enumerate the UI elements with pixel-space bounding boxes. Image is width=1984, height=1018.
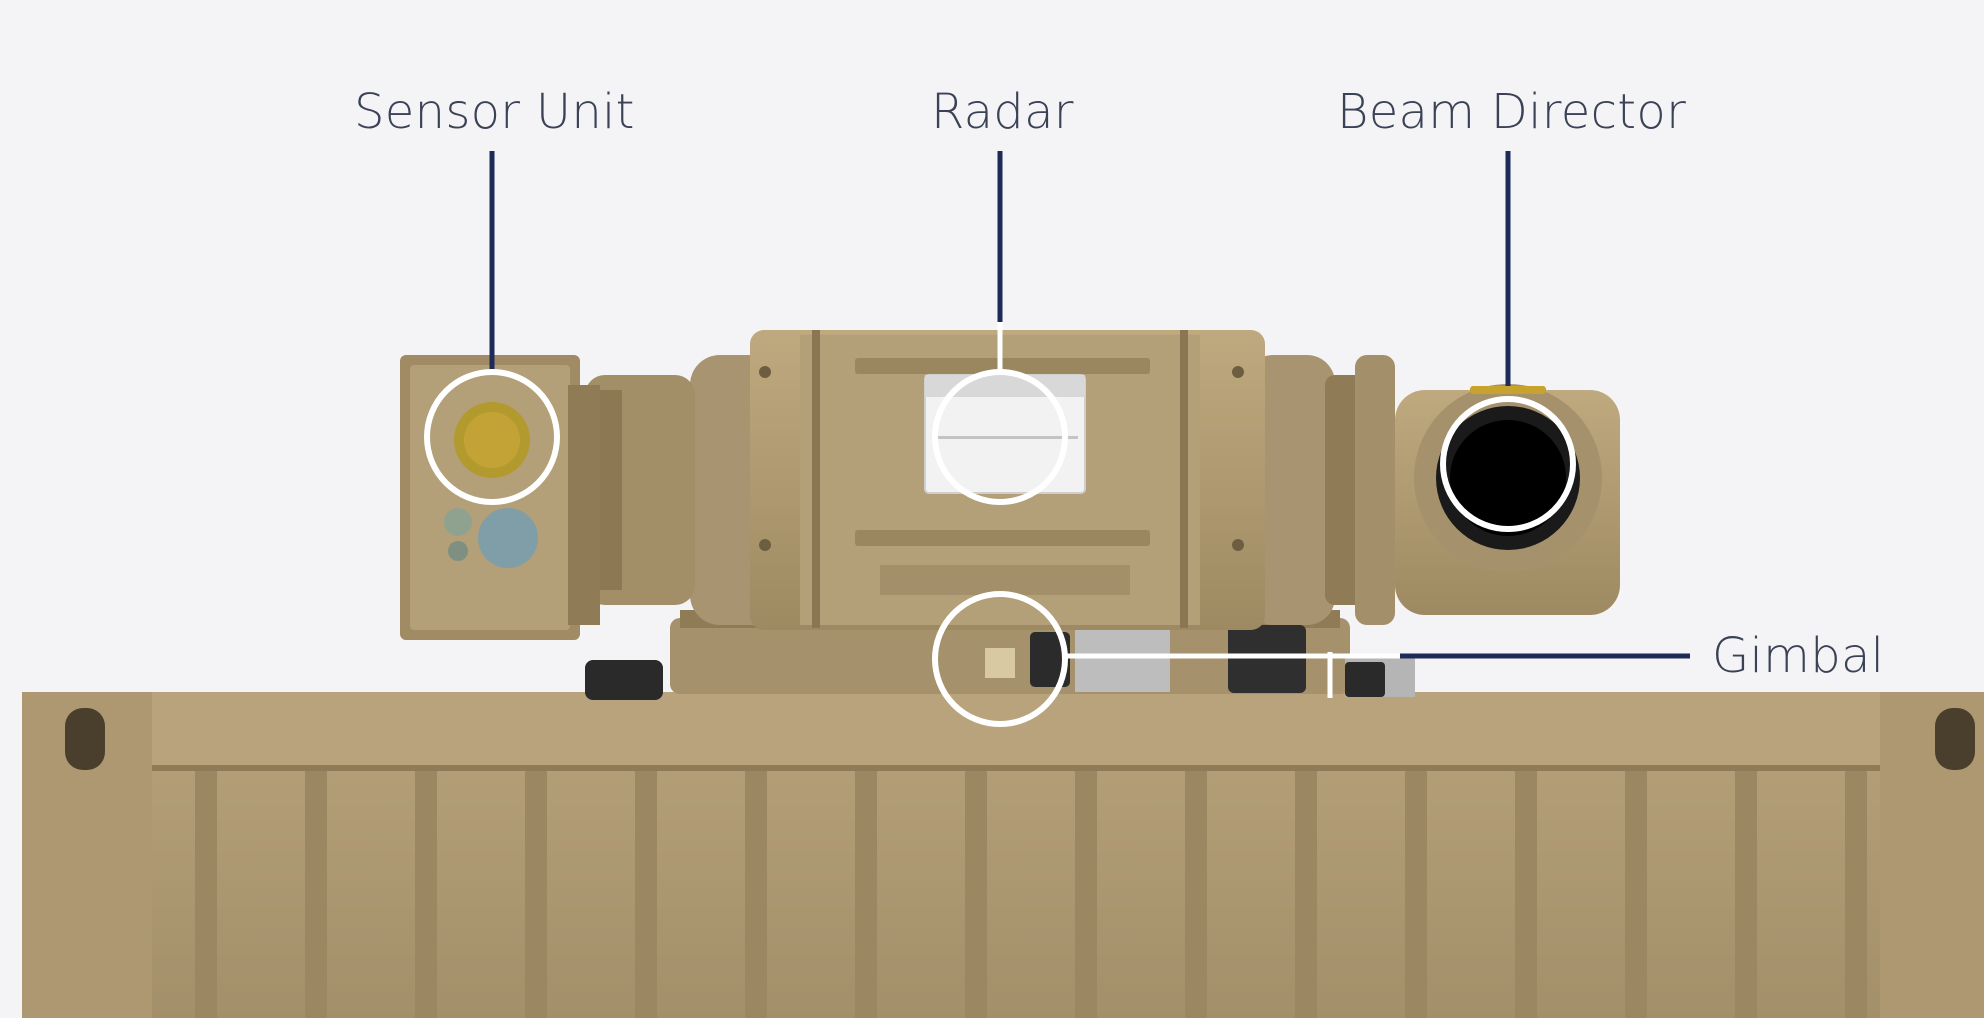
container-corrugations: [195, 771, 1867, 1018]
beam-director: [1325, 355, 1620, 625]
gimbal-ring: [932, 591, 1068, 727]
radar-ring: [932, 369, 1068, 505]
beam-director-ring: [1440, 396, 1576, 532]
sensor-unit-label: Sensor Unit: [354, 84, 635, 140]
gimbal-label: Gimbal: [1712, 628, 1885, 684]
sensor-unit: [400, 355, 695, 640]
beam-director-label: Beam Director: [1337, 84, 1687, 140]
highlight-rings: [424, 369, 1576, 727]
shipping-container: [22, 692, 1984, 1018]
radar-label: Radar: [931, 84, 1074, 140]
sensor-unit-ring: [424, 369, 560, 505]
